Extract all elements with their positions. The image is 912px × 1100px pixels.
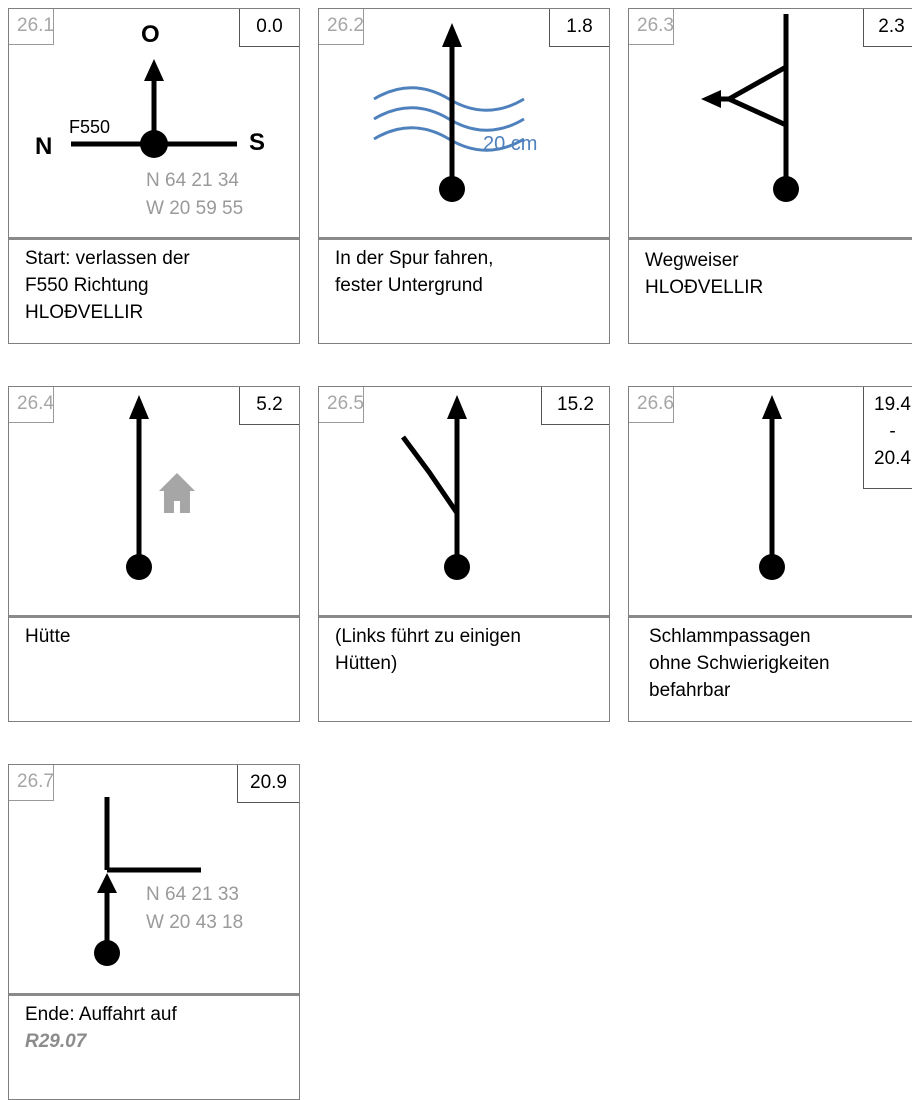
card-divider: [9, 237, 299, 240]
description-line: ohne Schwierigkeiten: [649, 653, 830, 674]
route-diagram-svg: [126, 395, 195, 580]
roadbook-card-26-3: 26.3 2.3 Wegweiser HLOÐVELLIR: [628, 8, 912, 344]
distance-km: 15.2: [541, 387, 609, 425]
card-divider: [9, 993, 299, 996]
water-depth-label: 20 cm: [483, 133, 538, 155]
card-divider: [9, 615, 299, 618]
route-diagram-svg: [373, 23, 525, 202]
card-description: Schlammpassagen ohne Schwierigkeiten bef…: [649, 623, 912, 704]
roadbook-card-26-4: 26.4 5.2 Hütte: [8, 386, 300, 722]
route-diagram: N 64 21 33 W 20 43 18: [9, 765, 299, 993]
route-diagram-svg: [759, 395, 785, 580]
start-dot-icon: [773, 176, 799, 202]
roadbook-card-26-5: 26.5 15.2 (Links führt zu einigen Hütten…: [318, 386, 610, 722]
compass-west-label: N: [35, 133, 53, 160]
card-description: In der Spur fahren, fester Untergrund: [335, 245, 601, 299]
card-number: 26.2: [319, 9, 364, 45]
route-diagram-svg: [400, 395, 470, 580]
signpost-arrow-icon: [701, 90, 721, 108]
distance-km-range: 19.4 - 20.4: [863, 387, 912, 489]
description-line: HLOÐVELLIR: [25, 302, 144, 323]
start-dot-icon: [439, 176, 465, 202]
description-line: befahrbar: [649, 680, 731, 701]
card-number: 26.3: [629, 9, 674, 45]
description-line: Wegweiser: [645, 250, 739, 271]
start-dot-icon: [444, 554, 470, 580]
roadbook-card-26-1: O N S F550 N 64 21 34 W 20 59 55 26.1 0.…: [8, 8, 300, 344]
coordinate-lat: N 64 21 34: [146, 170, 239, 191]
description-line: Start: verlassen der: [25, 248, 190, 269]
start-dot-icon: [94, 940, 120, 966]
water-crossing-icon: [373, 86, 525, 152]
card-number: 26.6: [629, 387, 674, 423]
description-line: In der Spur fahren,: [335, 248, 494, 269]
route-diagram-svg: [94, 797, 201, 966]
direction-arrow-icon: [447, 395, 467, 419]
direction-arrow-icon: [762, 395, 782, 419]
card-number: 26.4: [9, 387, 54, 423]
route-diagram-svg: [71, 59, 237, 158]
road-reference: R29.07: [25, 1031, 87, 1052]
card-divider: [319, 615, 609, 618]
card-description: Wegweiser HLOÐVELLIR: [645, 247, 911, 301]
distance-km: 1.8: [549, 9, 609, 47]
description-line: Ende: Auffahrt auf: [25, 1004, 177, 1025]
distance-km: 2.3: [863, 9, 912, 47]
route-diagram: O N S F550 N 64 21 34 W 20 59 55: [9, 9, 299, 237]
start-dot-icon: [126, 554, 152, 580]
card-description: Start: verlassen der F550 Richtung HLOÐV…: [25, 245, 291, 326]
card-divider: [319, 237, 609, 240]
roadbook-card-26-7: N 64 21 33 W 20 43 18 26.7 20.9 Ende: Au…: [8, 764, 300, 1100]
road-label: F550: [69, 117, 111, 137]
distance-km-separator: -: [889, 421, 896, 442]
side-track-line: [400, 435, 460, 515]
direction-arrow-icon: [442, 23, 462, 47]
route-diagram: [629, 387, 912, 615]
start-dot-icon: [140, 130, 168, 158]
roadbook-card-26-6: 26.6 19.4 - 20.4 Schlammpassagen ohne Sc…: [628, 386, 912, 722]
direction-arrow-icon: [97, 873, 117, 893]
card-divider: [629, 237, 912, 240]
direction-arrow-icon: [144, 59, 164, 81]
distance-km: 0.0: [239, 9, 299, 47]
signpost-line: [723, 64, 788, 128]
route-diagram: [319, 387, 609, 615]
coordinate-lon: W 20 59 55: [146, 198, 244, 219]
distance-km: 5.2: [239, 387, 299, 425]
distance-km-start: 19.4: [874, 394, 911, 415]
distance-km: 20.9: [237, 765, 299, 803]
direction-arrow-icon: [129, 395, 149, 419]
description-line: Hütte: [25, 626, 71, 647]
description-line: F550 Richtung: [25, 275, 149, 296]
card-description: Hütte: [25, 623, 291, 650]
distance-km-end: 20.4: [874, 448, 911, 469]
card-number: 26.5: [319, 387, 364, 423]
description-line: Schlammpassagen: [649, 626, 811, 647]
compass-north-label: O: [141, 21, 160, 48]
description-line: Hütten): [335, 653, 398, 674]
card-number: 26.1: [9, 9, 54, 45]
description-line: (Links führt zu einigen: [335, 626, 521, 647]
route-diagram: 20 cm: [319, 9, 609, 237]
description-line: fester Untergrund: [335, 275, 483, 296]
route-diagram-svg: [701, 14, 799, 202]
coordinate-lon: W 20 43 18: [146, 912, 244, 933]
card-description: (Links führt zu einigen Hütten): [335, 623, 601, 677]
card-number: 26.7: [9, 765, 54, 801]
compass-east-label: S: [249, 129, 266, 156]
hut-icon: [159, 473, 195, 513]
card-divider: [629, 615, 912, 618]
route-diagram: [9, 387, 299, 615]
start-dot-icon: [759, 554, 785, 580]
coordinate-lat: N 64 21 33: [146, 884, 239, 905]
route-diagram: [629, 9, 912, 237]
roadbook-card-26-2: 20 cm 26.2 1.8 In der Spur fahren, feste…: [318, 8, 610, 344]
card-description: Ende: Auffahrt auf R29.07: [25, 1001, 291, 1055]
description-line: HLOÐVELLIR: [645, 277, 764, 298]
